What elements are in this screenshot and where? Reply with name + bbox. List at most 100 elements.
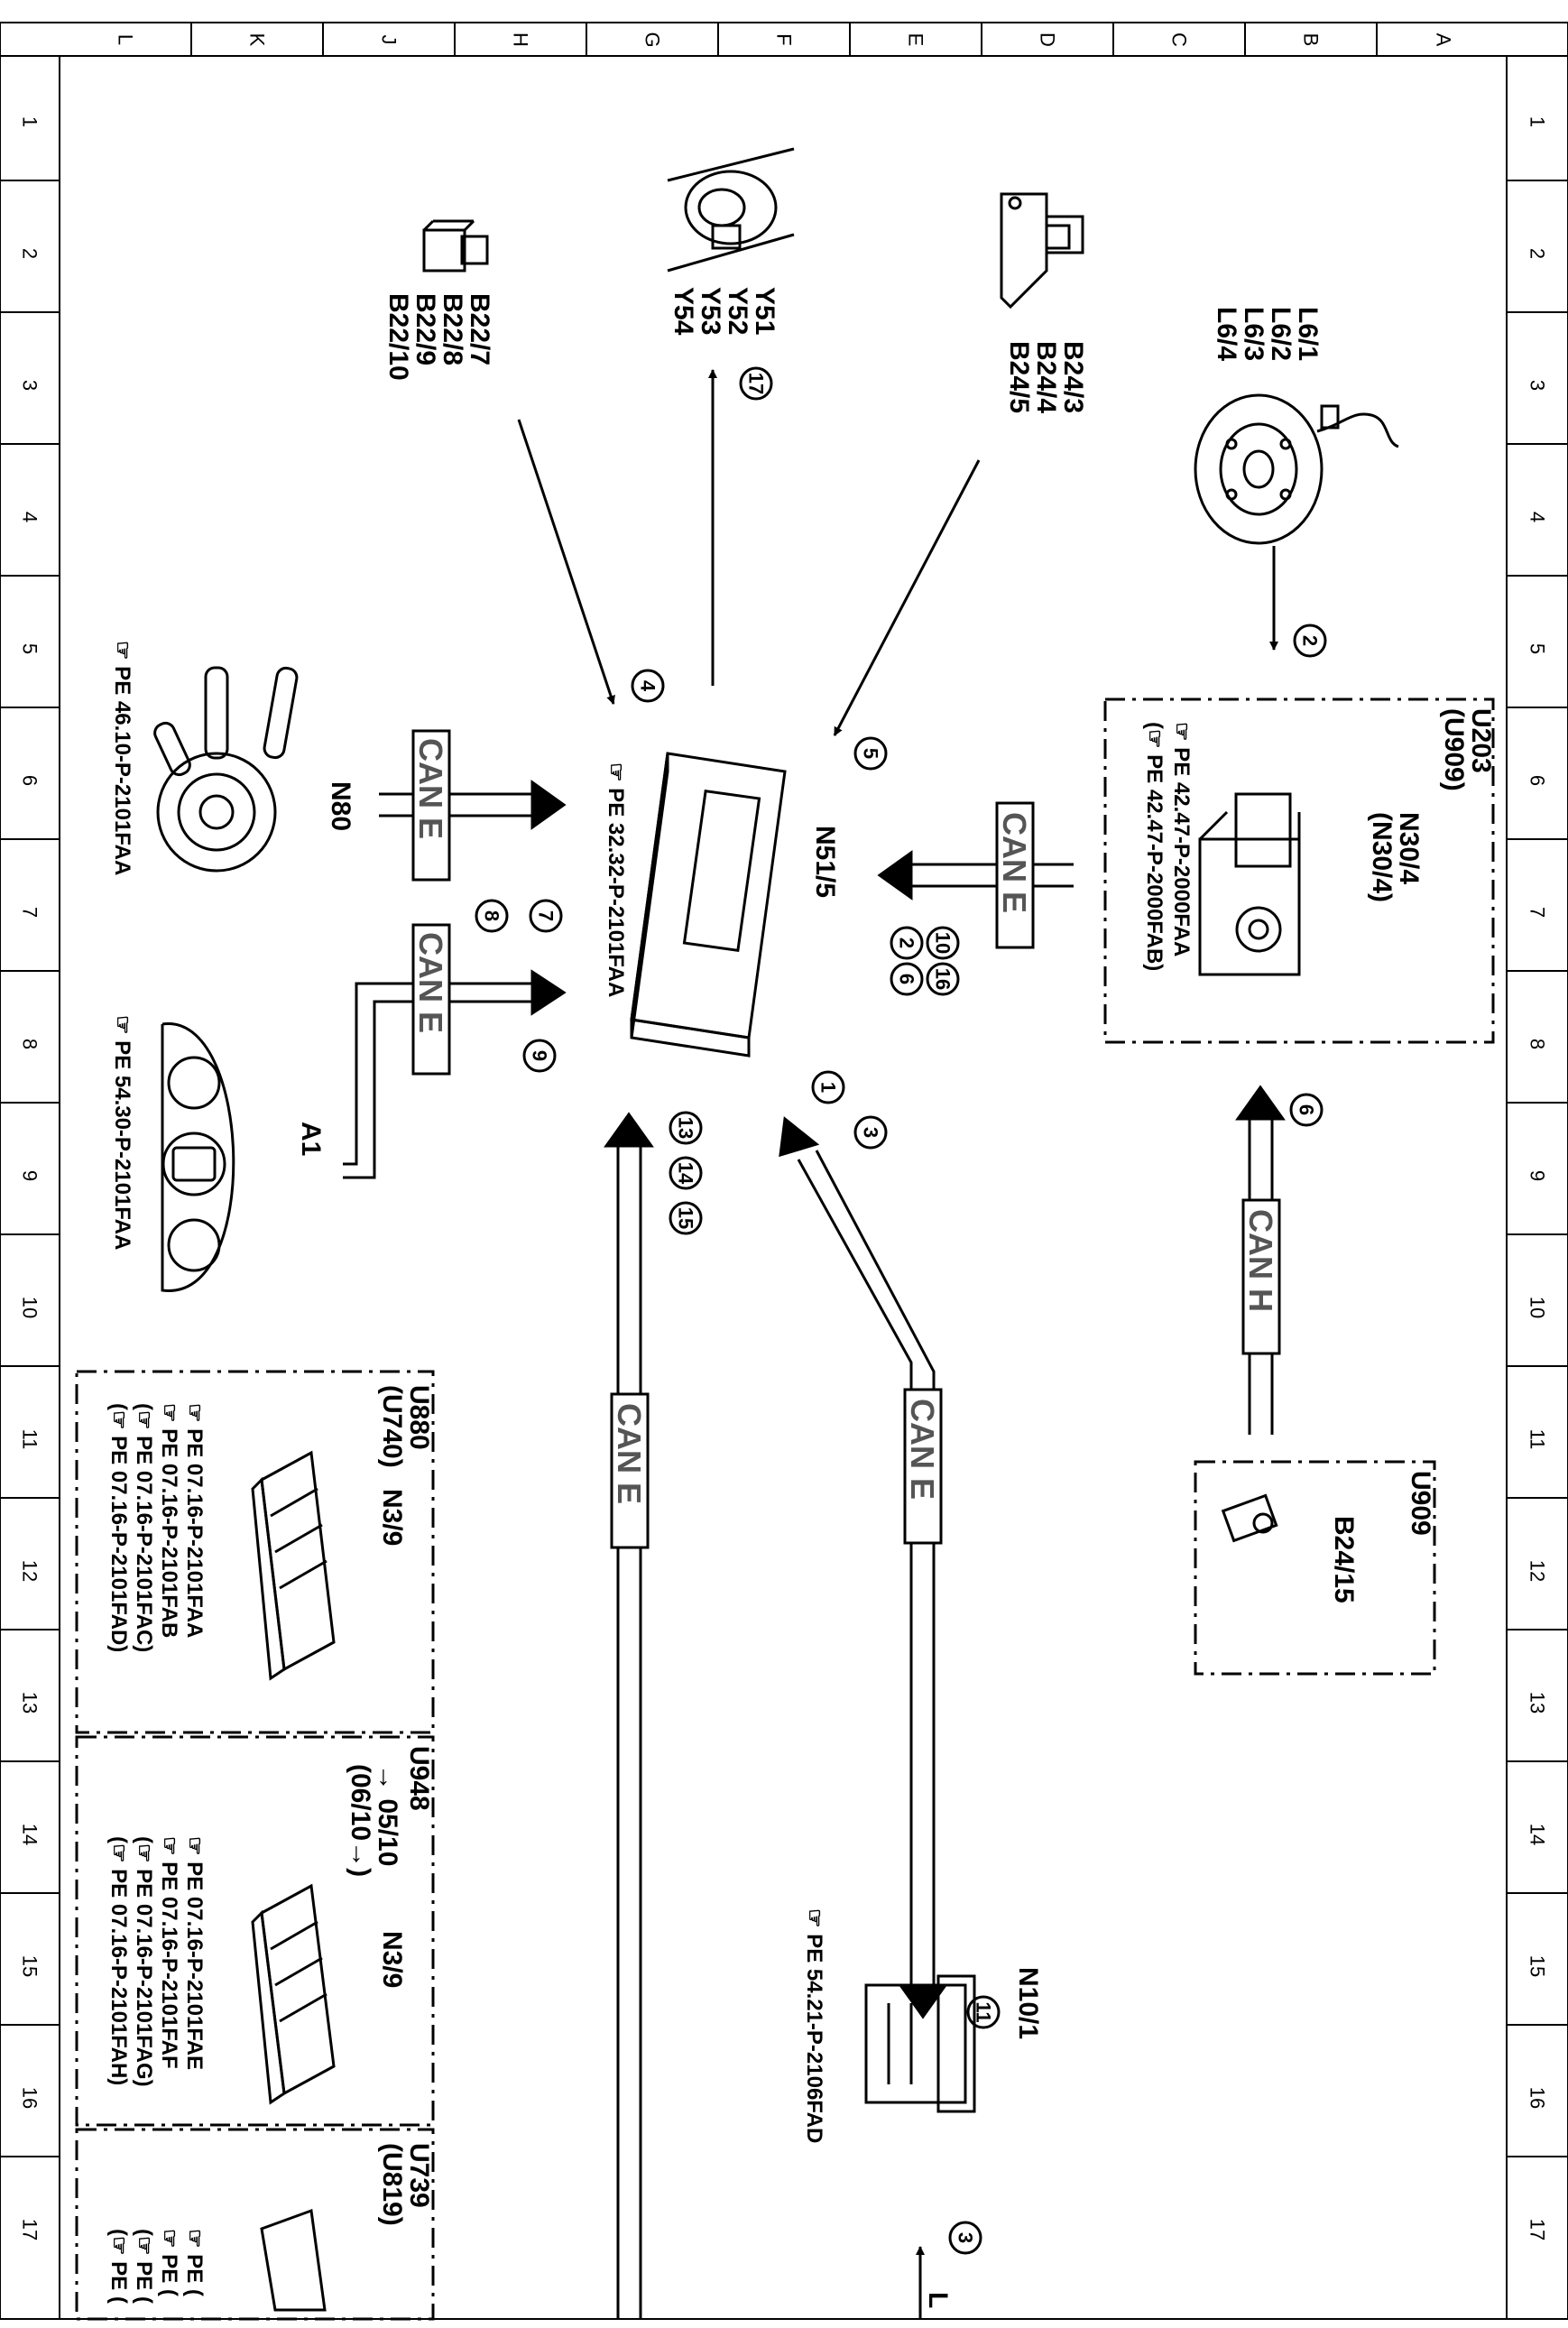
grid-number: 6	[19, 775, 42, 786]
grid-number: 8	[19, 1039, 42, 1049]
b24-labels: B24/3 B24/4 B24/5	[1004, 341, 1088, 413]
top-grid-letters: L K J H G F E D C B A	[115, 32, 1455, 47]
top-grid-dividers	[190, 23, 1378, 56]
reference-text: (☞ PE 42.47-P-2000FAB)	[1142, 722, 1167, 971]
marker-circle	[669, 1111, 703, 1145]
marker-number: 3	[860, 1127, 882, 1138]
u880-labels: U880 (U740) N3/9 ☞ PE 07.16-P-2101FAA ☞ …	[106, 1385, 434, 1652]
bus-n30-to-n51	[877, 850, 1074, 901]
component-code: L6/4	[1212, 307, 1241, 361]
component-code: Y53	[696, 287, 725, 335]
reference-text: ☞ PE 07.16-P-2101FAF	[157, 1836, 181, 2069]
n51-labels: N51/5 ☞ PE 32.32-P-2101FAA	[604, 762, 840, 997]
reference-text: (☞ PE 07.16-P-2101FAC)	[132, 1403, 156, 1652]
grid-number: 14	[1526, 1824, 1549, 1845]
grid-number: 2	[19, 248, 42, 259]
grid-number: 17	[19, 2219, 42, 2240]
a1-labels: A1 ☞ PE 54.30-P-2101FAA	[110, 1015, 326, 1250]
bus-n3-to-n51	[604, 1112, 654, 2319]
u203-box	[1103, 697, 1495, 1044]
marker-circle	[669, 1201, 703, 1235]
marker-number: 9	[529, 1050, 551, 1061]
reference-text: ☞ PE 54.21-P-2106FAD	[802, 1908, 826, 2143]
can-label-a1: CAN E	[411, 923, 451, 1076]
box-subtitle: (U819)	[377, 2143, 407, 2226]
component-code: N30/4	[1394, 812, 1424, 884]
component-code: L6/2	[1266, 307, 1296, 361]
can-e-label: CAN E	[412, 738, 449, 839]
n80-labels: N80 ☞ PE 46.10-P-2101FAA	[110, 641, 355, 875]
grid-number: 9	[19, 1170, 42, 1181]
reference-text: (☞ PE (	[106, 2229, 131, 2304]
can-label-n30: CAN E	[995, 801, 1035, 949]
marker-circle	[529, 899, 563, 933]
grid-number: 2	[1526, 248, 1549, 259]
arrow-b24	[833, 459, 981, 736]
marker-circle	[669, 1156, 703, 1190]
grid-number: 13	[19, 1692, 42, 1714]
can-label-n10: CAN E	[903, 1388, 943, 1545]
reference-text: (☞ PE (	[132, 2229, 156, 2304]
component-code: B24/3	[1058, 341, 1088, 413]
reference-text: ☞ PE 46.10-P-2101FAA	[110, 641, 134, 875]
u739-box	[75, 2128, 435, 2321]
box-subtitle: (U909)	[1439, 708, 1469, 791]
can-e-label: CAN E	[996, 812, 1033, 913]
grid-letter: J	[378, 35, 401, 45]
grid-letter: H	[510, 32, 532, 47]
reference-text: (☞ PE 07.16-P-2101FAD)	[106, 1403, 131, 1652]
marker-number: 2	[896, 938, 918, 948]
box-title: U948	[404, 1746, 434, 1811]
grid-number: 8	[1526, 1039, 1549, 1049]
can-label-n80: CAN E	[411, 729, 451, 882]
grid-number: 16	[19, 2087, 42, 2109]
grid-letter: E	[905, 33, 927, 47]
component-code: N80	[326, 781, 355, 831]
engine-ecu-icon	[251, 1883, 336, 2105]
marker-number: 5	[860, 748, 882, 759]
bus-a1-to-n51	[343, 969, 567, 1179]
grid-number: 9	[1526, 1170, 1549, 1181]
reference-text: ☞ PE 07.16-P-2101FAB	[157, 1403, 181, 1638]
marker-number: 6	[1296, 1104, 1318, 1115]
engine-ecu-icon	[260, 2208, 327, 2312]
component-code: L6/1	[1293, 307, 1323, 361]
reference-text: ☞ PE 32.32-P-2101FAA	[604, 762, 628, 997]
component-code: B22/7	[465, 293, 494, 365]
sensor-plug-icon	[422, 219, 489, 273]
u203-labels: U203 (U909) N30/4 (N30/4) ☞ PE 42.47-P-2…	[1142, 708, 1496, 971]
y5x-labels: Y51 Y52 Y53 Y54	[669, 287, 779, 336]
marker-circle	[926, 926, 960, 960]
can-h-label: CAN H	[1242, 1209, 1279, 1312]
box-title: U909	[1406, 1471, 1435, 1536]
marker-number: 3	[955, 2232, 977, 2243]
marker-number: 11	[973, 2001, 995, 2022]
outer-frame	[0, 22, 1568, 2320]
reference-text: ☞ PE 54.30-P-2101FAA	[110, 1015, 134, 1250]
component-code: N3/9	[377, 1489, 407, 1546]
marker-circle	[522, 1039, 557, 1073]
box-subtitle: (U740)	[377, 1385, 407, 1468]
box-subtitle: (06/10→)	[346, 1764, 375, 1877]
wheel-sensor-icon	[1194, 393, 1399, 545]
marker-circle	[739, 366, 773, 401]
can-label-h: CAN H	[1241, 1198, 1281, 1355]
grid-number: 4	[19, 512, 42, 522]
grid-letter: D	[1037, 32, 1059, 47]
grid-number: 6	[1526, 775, 1549, 786]
marker-number: 10	[932, 932, 955, 954]
grid-number: 1	[1526, 116, 1549, 127]
grid-number: 5	[19, 643, 42, 654]
grid-number: 16	[1526, 2087, 1549, 2109]
grid-number: 10	[19, 1297, 42, 1318]
reference-text: ☞ PE 07.16-P-2101FAE	[182, 1836, 207, 2070]
yaw-sensor-icon	[1000, 192, 1084, 309]
component-code: B22/9	[410, 293, 440, 365]
grid-number: 1	[19, 116, 42, 127]
marker-number: 2	[1299, 635, 1322, 646]
marker-number: 6	[896, 974, 918, 984]
can-e-label: CAN E	[904, 1399, 941, 1500]
step-markers	[475, 366, 1327, 2255]
marker-number: 7	[535, 910, 558, 921]
